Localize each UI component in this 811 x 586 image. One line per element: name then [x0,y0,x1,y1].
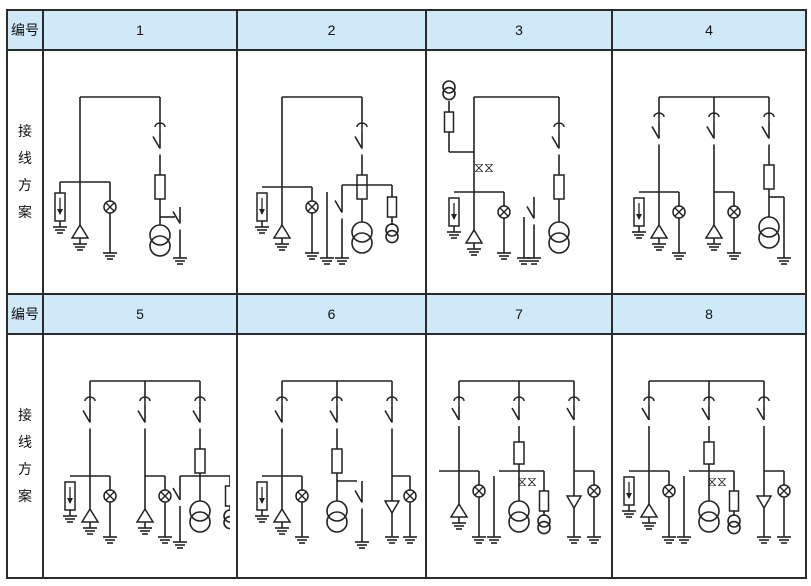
scheme-1-diagram-icon [53,96,187,265]
row-label-cell: 接线方案 [6,49,44,295]
scheme-number-7: 7 [425,293,613,335]
scheme-6-diagram-icon [254,380,417,549]
scheme-number-6: 6 [236,293,427,335]
header-label-cell: 编号 [6,293,44,335]
scheme-cell-1 [42,49,238,295]
diagram-row-2: 接线方案 [6,333,807,579]
scheme-cell-3: ⧖⧖ [425,49,613,295]
scheme-number-2: 2 [236,9,427,51]
row-label-cell: 接线方案 [6,333,44,579]
diagram-row-1: 接线方案 [6,49,807,295]
scheme-cell-2 [236,49,427,295]
scheme-cell-7: ⧖⧖ [425,333,613,579]
wiring-scheme-table: 编号 1 2 3 4 接线方案 [6,9,807,579]
scheme-3-diagram-icon: ⧖⧖ [442,80,570,265]
svg-text:⧖⧖: ⧖⧖ [517,474,537,490]
scheme-number-3: 3 [425,9,613,51]
scheme-cell-6 [236,333,427,579]
row-label-text: 接线方案 [18,123,32,220]
scheme-number-4: 4 [611,9,807,51]
row-label-text: 接线方案 [18,407,32,504]
header-row-2: 编号 5 6 7 8 [6,293,807,335]
header-label-cell: 编号 [6,9,44,51]
scheme-number-8: 8 [611,293,807,335]
scheme-number-1: 1 [42,9,238,51]
scheme-cell-5 [42,333,238,579]
scheme-7-diagram-icon: ⧖⧖ [439,380,601,544]
scheme-cell-4 [611,49,807,295]
scheme-4-diagram-icon [632,96,791,265]
svg-text:⧖⧖: ⧖⧖ [707,474,727,490]
scheme-cell-8: ⧖⧖ [611,333,807,579]
scheme-8-diagram-icon: ⧖⧖ [622,380,791,544]
header-row-1: 编号 1 2 3 4 [6,9,807,51]
scheme-number-5: 5 [42,293,238,335]
scheme-5-diagram-icon [63,380,230,549]
svg-text:⧖⧖: ⧖⧖ [474,160,494,176]
scheme-2-diagram-icon [254,96,399,265]
